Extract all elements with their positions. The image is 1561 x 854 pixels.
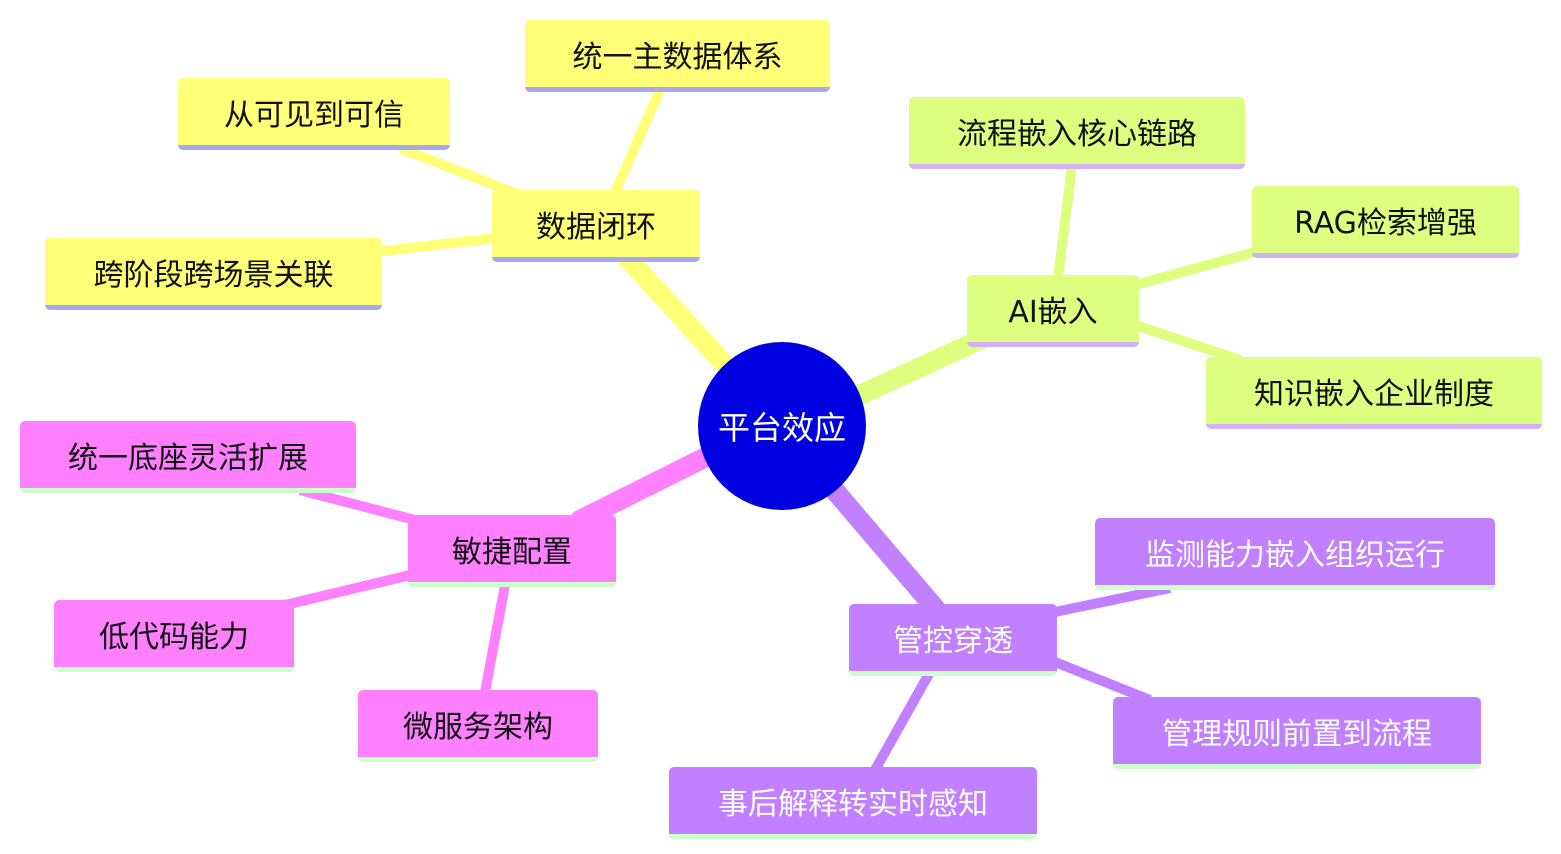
root-node[interactable]: 平台效应 xyxy=(698,342,866,510)
leaf-process-embed[interactable]: 流程嵌入核心链路 xyxy=(909,97,1245,169)
leaf-unified-base[interactable]: 统一底座灵活扩展 xyxy=(20,421,356,493)
leaf-cross-stage-linkage[interactable]: 跨阶段跨场景关联 xyxy=(45,238,382,310)
edge-ai-embed-child-2 xyxy=(1133,247,1257,290)
leaf-monitoring-embed[interactable]: 监测能力嵌入组织运行 xyxy=(1095,518,1495,590)
leaf-rag-retrieval[interactable]: RAG检索增强 xyxy=(1252,186,1519,258)
edge-data-loop-child-3 xyxy=(374,233,496,257)
leaf-knowledge-embed[interactable]: 知识嵌入企业制度 xyxy=(1206,357,1542,429)
edge-data-loop-child-2 xyxy=(398,143,522,200)
leaf-visible-to-trusted[interactable]: 从可见到可信 xyxy=(178,78,450,150)
edge-ai-embed-child-1 xyxy=(1053,165,1077,279)
edge-data-loop-child-1 xyxy=(610,87,665,195)
edge-agile-config-child-2 xyxy=(283,570,412,610)
leaf-realtime-perception[interactable]: 事后解释转实时感知 xyxy=(669,767,1037,839)
edge-root-control xyxy=(820,475,945,618)
branch-agile-config[interactable]: 敏捷配置 xyxy=(408,515,616,587)
edge-root-agile-config xyxy=(570,445,720,530)
leaf-unified-master-data[interactable]: 统一主数据体系 xyxy=(525,20,830,92)
edge-root-data-loop xyxy=(610,240,740,380)
edge-agile-config-child-3 xyxy=(480,584,510,693)
leaf-microservice[interactable]: 微服务架构 xyxy=(358,690,598,762)
branch-control-penetration[interactable]: 管控穿透 xyxy=(849,604,1057,676)
branch-data-loop[interactable]: 数据闭环 xyxy=(492,190,700,262)
edge-agile-config-child-1 xyxy=(298,485,417,525)
branch-ai-embed[interactable]: AI嵌入 xyxy=(967,275,1139,347)
edge-control-child-3 xyxy=(870,669,935,773)
leaf-low-code[interactable]: 低代码能力 xyxy=(54,600,294,672)
leaf-rules-upfront[interactable]: 管理规则前置到流程 xyxy=(1113,697,1481,769)
edge-control-child-1 xyxy=(1053,583,1172,617)
edge-control-child-2 xyxy=(1053,657,1152,705)
edge-ai-embed-child-3 xyxy=(1133,320,1242,365)
